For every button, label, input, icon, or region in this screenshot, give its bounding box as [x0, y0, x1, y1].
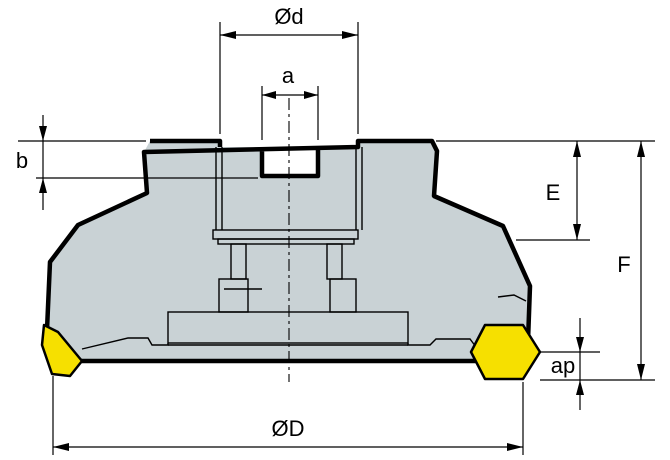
dimension-height-F: F	[540, 141, 655, 381]
right-insert	[469, 323, 542, 381]
dimension-keyway-width: a	[261, 63, 319, 140]
keyway-depth-label: b	[16, 148, 28, 173]
bore-diameter-label: Ød	[274, 4, 303, 29]
dimension-keyway-depth: b	[16, 115, 258, 210]
depth-of-cut-label: ap	[551, 353, 575, 378]
cutter-body	[46, 141, 530, 361]
height-E-label: E	[546, 180, 561, 205]
dimension-depth-of-cut: ap	[540, 318, 600, 410]
internal-structure	[81, 147, 527, 350]
dimension-height-E: E	[436, 140, 655, 241]
dimension-cutter-diameter: ØD	[52, 376, 524, 455]
dimension-bore-diameter: Ød	[219, 4, 359, 134]
cutter-diameter-label: ØD	[272, 416, 305, 441]
height-F-label: F	[617, 252, 630, 277]
left-insert	[40, 323, 84, 378]
keyway-width-label: a	[282, 63, 295, 88]
